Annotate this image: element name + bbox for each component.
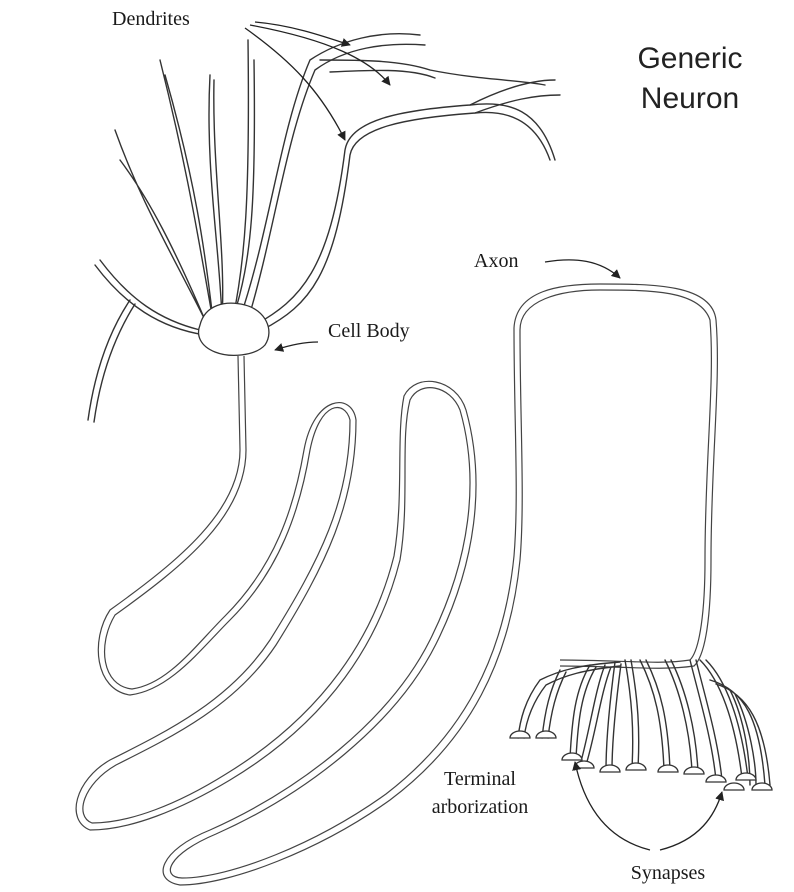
synapses-label: Synapses (618, 862, 718, 885)
cell-body-arrow (275, 342, 318, 350)
terminal-label-line-2: arborization (415, 796, 545, 819)
dendrites-arrow-1 (255, 22, 350, 45)
axon-label: Axon (474, 250, 518, 273)
dendrites-arrow-3 (245, 28, 345, 140)
axon-arrow (545, 260, 620, 278)
dendrites-drawing (88, 34, 560, 422)
cell-body-drawing (199, 303, 269, 355)
axon-drawing (76, 284, 717, 885)
title-line-2: Neuron (620, 82, 760, 116)
title-line-1: Generic (620, 42, 760, 76)
dendrites-arrow-2 (250, 25, 390, 85)
cell-body-label: Cell Body (328, 320, 410, 343)
terminal-arborization-drawing (510, 660, 772, 790)
synapses-arrow-left (575, 762, 650, 850)
synapses-arrow-right (660, 792, 722, 850)
dendrites-label: Dendrites (112, 8, 190, 31)
terminal-label-line-1: Terminal (425, 768, 535, 791)
